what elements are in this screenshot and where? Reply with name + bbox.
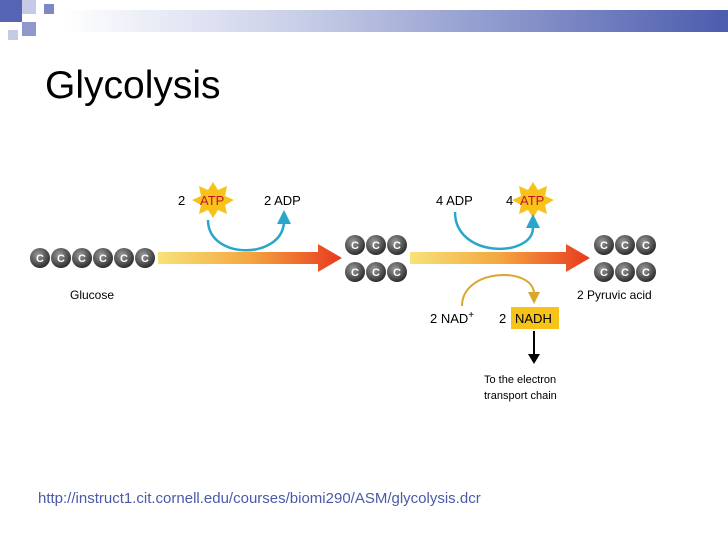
glucose-label: Glucose [70,288,114,302]
header-decoration [0,0,728,40]
pyruvate-carbon-atom-letter: C [621,240,629,252]
intermediate-carbon-atom-letter: C [393,267,401,279]
pyruvic-acid-molecules: C C C C C C [594,235,656,282]
glucose-carbon-atom [30,248,50,268]
pyruvate-carbon-atom-letter: C [600,240,608,252]
process-arrow-2 [410,244,590,272]
etc-arrowhead [528,354,540,364]
adp-out-label: 2 ADP [264,193,301,208]
pyruvate-carbon-atom [636,262,656,282]
intermediate-carbon-atom-letter: C [372,267,380,279]
nad-to-nadh-arrowhead [528,292,540,304]
source-url: http://instruct1.cit.cornell.edu/courses… [38,490,481,507]
pyruvate-carbon-atom-letter: C [621,267,629,279]
atp-to-adp-arrow [206,219,286,252]
atp-out-label: ATP [520,193,544,208]
adp-in-label: 4 ADP [436,193,473,208]
intermediate-carbon-atom [366,235,386,255]
nadh-count: 2 [499,311,506,326]
intermediate-carbon-atom [345,262,365,282]
nad-to-nadh-arrow [461,274,535,307]
glucose-carbon-atom-letter: C [36,253,44,265]
intermediate-carbon-atom [387,262,407,282]
adp-to-atp-arrowhead [526,214,540,228]
glucose-carbon-atom [93,248,113,268]
glucose-carbon-atom-letter: C [78,253,86,265]
nad-label: 2 NAD+ [430,310,474,326]
pyruvate-carbon-atom [615,235,635,255]
pyruvate-carbon-atom [636,235,656,255]
atp-in-star [192,182,234,218]
atp-in-count: 2 [178,193,185,208]
glucose-carbon-atom-letter: C [57,253,65,265]
nadh-box [511,307,559,329]
pyruvate-carbon-atom-letter: C [642,240,650,252]
glucose-carbon-atom-letter: C [120,253,128,265]
glucose-carbon-atom-letter: C [99,253,107,265]
etc-label-line2: transport chain [484,390,557,402]
intermediate-carbon-atom [345,235,365,255]
process-arrow-1 [158,244,342,272]
pyruvic-acid-label: 2 Pyruvic acid [577,288,652,302]
intermediate-carbon-atom [366,262,386,282]
intermediate-carbon-atom [387,235,407,255]
atp-out-count: 4 [506,193,513,208]
glucose-carbon-atom-letter: C [141,253,149,265]
pyruvate-carbon-atom [615,262,635,282]
glucose-carbon-atom [72,248,92,268]
pyruvate-carbon-atom [594,262,614,282]
intermediate-carbon-atom-letter: C [393,240,401,252]
atp-in-label: ATP [200,193,224,208]
intermediate-carbon-atom-letter: C [351,240,359,252]
pyruvate-carbon-atom-letter: C [642,267,650,279]
glucose-carbon-atom [114,248,134,268]
intermediate-carbon-atom-letter: C [372,240,380,252]
atp-out-star [512,182,554,218]
intermediate-molecules: C C C C C C [345,235,407,282]
nadh-label: NADH [515,311,552,326]
page-title: Glycolysis [45,64,221,107]
etc-label-line1: To the electron [484,374,556,386]
pyruvate-carbon-atom [594,235,614,255]
glucose-carbon-atom [51,248,71,268]
intermediate-carbon-atom-letter: C [351,267,359,279]
glucose-carbon-atom [135,248,155,268]
pyruvate-carbon-atom-letter: C [600,267,608,279]
adp-to-atp-arrow [453,211,535,251]
atp-to-adp-arrowhead [277,210,291,224]
